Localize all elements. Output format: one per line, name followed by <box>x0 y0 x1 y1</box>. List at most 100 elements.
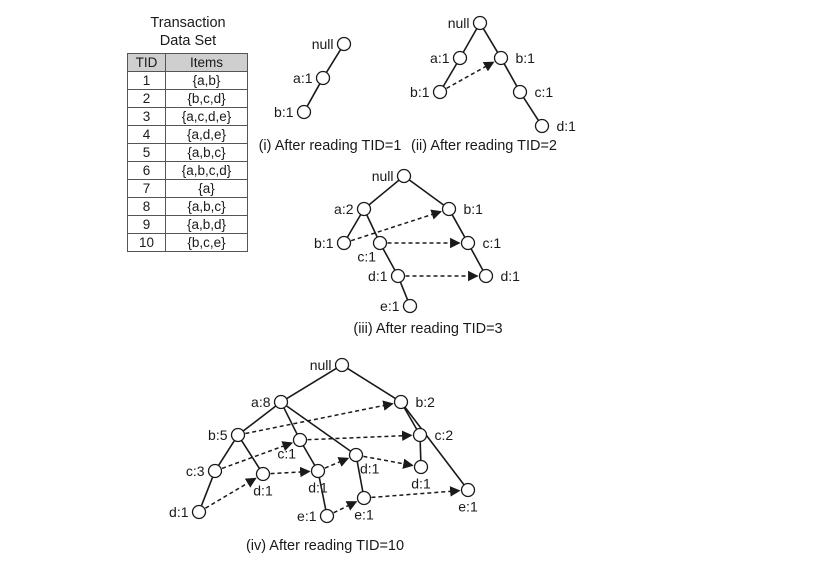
tree-node-d2 <box>478 268 494 284</box>
node-label: a:2 <box>334 201 354 217</box>
tree-edge <box>283 407 298 435</box>
tree-edge <box>200 476 214 507</box>
node-label: d:1 <box>557 118 577 134</box>
tree-node-b1 <box>432 84 448 100</box>
tree-node-c2 <box>412 427 428 443</box>
tree-edge <box>403 407 418 430</box>
tree-node-d1d <box>348 447 364 463</box>
tree-edge <box>217 440 236 466</box>
node-label: b:5 <box>208 427 228 443</box>
tree-node-d1c <box>310 463 326 479</box>
tree-node-a <box>273 394 289 410</box>
node-label: null <box>372 168 394 184</box>
tree-edge <box>482 28 499 53</box>
tree-node-b2 <box>493 50 509 66</box>
tree-node-d1a <box>191 504 207 520</box>
table-row: 10{b,c,e} <box>127 233 248 252</box>
tree-node-d1e <box>413 459 429 475</box>
tree-node-d1 <box>390 268 406 284</box>
table-title: Transaction Data Set <box>118 14 258 50</box>
items-cell: {a,d,e} <box>165 125 248 144</box>
node-label: b:1 <box>464 201 484 217</box>
node-label: d:1 <box>169 504 189 520</box>
node-link-arrow <box>350 209 442 242</box>
tree-edge <box>325 49 342 73</box>
tree-node-a <box>356 201 372 217</box>
node-label: null <box>310 357 332 373</box>
tree-node-c3 <box>207 463 223 479</box>
tree-node-b <box>296 104 312 120</box>
tree-node-e1c <box>460 482 476 498</box>
tree-edge <box>442 63 458 87</box>
tree-edge <box>419 441 422 461</box>
node-link-arrow <box>221 441 294 470</box>
tree-node-b5 <box>230 427 246 443</box>
node-label: d:1 <box>368 268 388 284</box>
items-cell: {a,c,d,e} <box>165 107 248 126</box>
node-label: b:1 <box>314 235 334 251</box>
tree-node-e1 <box>402 298 418 314</box>
table-row: 2{b,c,d} <box>127 89 248 108</box>
tree-edge <box>285 405 352 452</box>
tree-caption: (iv) After reading TID=10 <box>246 538 404 554</box>
column-header-items: Items <box>165 53 248 72</box>
tree-edge <box>522 97 540 121</box>
tree-edge <box>451 214 466 238</box>
table-title-line1: Transaction <box>150 15 226 31</box>
tid-cell: 10 <box>127 233 166 252</box>
node-label: d:1 <box>253 483 273 499</box>
items-cell: {a,b,c} <box>165 197 248 216</box>
tree-edge <box>382 248 396 271</box>
tree-node-b2 <box>393 394 409 410</box>
node-link-arrow <box>205 477 257 509</box>
tree-caption: (i) After reading TID=1 <box>259 138 402 154</box>
tree-edge <box>404 406 465 486</box>
node-label: d:1 <box>501 268 521 284</box>
tree-edge <box>346 214 362 238</box>
tree-node-c1 <box>292 432 308 448</box>
tree-node-e1b <box>356 490 372 506</box>
tree-node-b1 <box>336 235 352 251</box>
node-link-arrow <box>307 430 413 441</box>
table-row: 8{a,b,c} <box>127 197 248 216</box>
tree-node-null <box>472 15 488 31</box>
tree-edge <box>318 477 327 510</box>
node-label: c:1 <box>483 235 502 251</box>
node-link-arrow <box>333 501 358 514</box>
node-label: c:1 <box>357 249 376 265</box>
node-label: c:3 <box>186 463 205 479</box>
tree-node-null <box>396 168 412 184</box>
tree-node-a <box>452 50 468 66</box>
tree-node-c <box>512 84 528 100</box>
tree-edge <box>302 445 316 466</box>
node-label: b:2 <box>416 394 436 410</box>
fp-tree-iv: nulla:8b:5c:3d:1d:1c:1d:1e:1d:1e:1b:2c:2… <box>169 357 478 554</box>
table-title-line2: Data Set <box>159 33 217 49</box>
tree-node-null <box>336 36 352 52</box>
tree-edge <box>356 461 364 492</box>
node-label: b:1 <box>274 104 294 120</box>
tree-node-null <box>334 357 350 373</box>
table-header-row: TID Items <box>127 53 248 72</box>
tree-edge <box>399 281 409 301</box>
tree-node-d1b <box>255 466 271 482</box>
node-label: d:1 <box>308 480 328 496</box>
tree-edge <box>366 214 378 238</box>
tree-edge <box>408 179 445 206</box>
tree-node-b2 <box>441 201 457 217</box>
node-link-arrow <box>446 61 495 90</box>
node-label: e:1 <box>297 508 317 524</box>
tree-node-c2 <box>460 235 476 251</box>
tree-caption: (iii) After reading TID=3 <box>353 321 502 337</box>
tree-node-c1 <box>372 235 388 251</box>
node-link-arrow <box>371 486 461 499</box>
node-label: a:8 <box>251 394 271 410</box>
node-label: c:1 <box>277 446 296 462</box>
node-label: null <box>448 15 470 31</box>
node-label: c:1 <box>535 84 554 100</box>
table-row: 3{a,c,d,e} <box>127 107 248 126</box>
tree-edge <box>462 28 478 53</box>
node-label: e:1 <box>354 507 374 523</box>
